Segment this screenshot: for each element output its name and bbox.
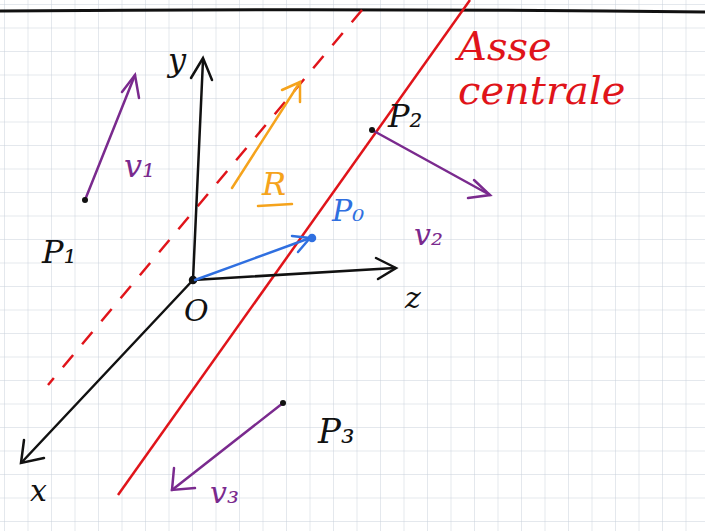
origin-label: O	[184, 296, 209, 326]
point-label: P₁	[42, 236, 76, 268]
vector-label: v₁	[124, 150, 155, 182]
point-dot	[369, 127, 375, 133]
axis-label: y	[168, 44, 186, 76]
axis-label: x	[30, 476, 47, 506]
axis-label: z	[405, 283, 421, 313]
y-axis	[193, 60, 203, 280]
arrow-head	[191, 58, 212, 80]
v2-vector	[372, 130, 490, 195]
point-dot	[309, 235, 315, 241]
underline	[258, 204, 292, 206]
parallel-line	[48, 10, 362, 385]
point-label: P₂	[388, 100, 422, 132]
point-dot	[280, 400, 286, 406]
arrow-head	[172, 468, 195, 490]
vector-label: v₂	[414, 220, 443, 250]
vector-label: R	[262, 168, 286, 200]
x-axis	[22, 280, 193, 462]
point-label: P₃	[318, 414, 355, 448]
arrow-head	[21, 440, 44, 463]
v3-vector	[172, 403, 283, 490]
arrow-head	[282, 82, 300, 102]
central-axis	[118, 0, 470, 495]
point-label: P₀	[332, 196, 364, 226]
axis-name: Asse centrale	[458, 24, 678, 112]
vector-label: v₃	[210, 478, 239, 508]
arrow-head	[292, 236, 310, 252]
arrow-head	[376, 258, 396, 279]
p0-vector	[195, 238, 310, 280]
top-rule	[0, 10, 705, 12]
arrow-head	[122, 75, 139, 98]
point-dot	[82, 197, 88, 203]
arrow-head	[468, 180, 490, 198]
